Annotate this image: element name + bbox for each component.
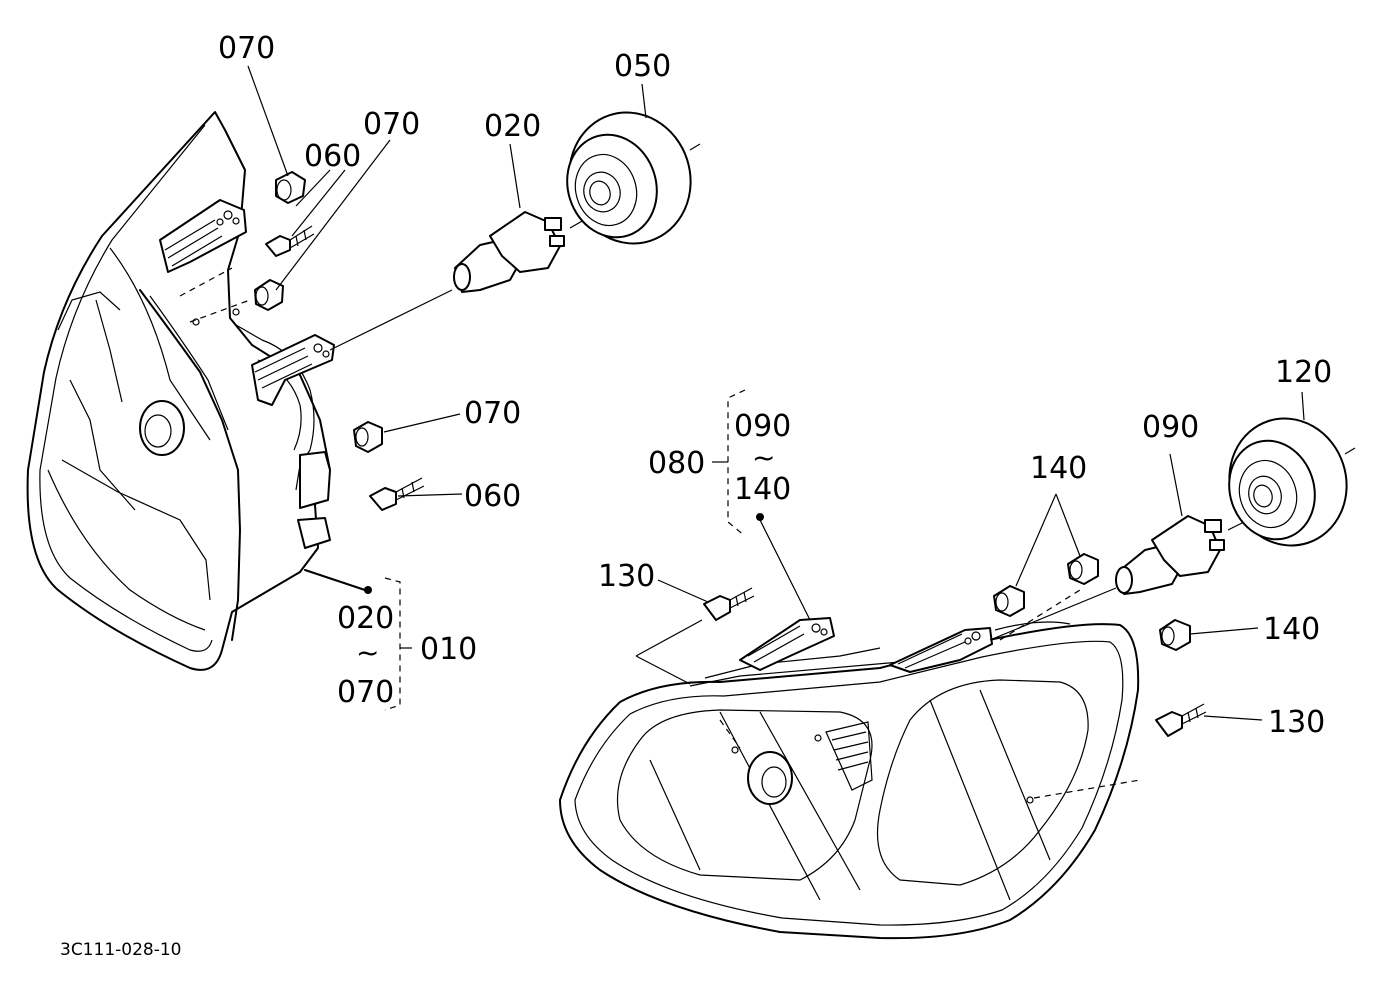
label-090-range-start: 090 bbox=[734, 409, 791, 444]
label-120: 120 bbox=[1275, 355, 1332, 390]
screw-130-right bbox=[1155, 703, 1207, 737]
label-130-left: 130 bbox=[598, 559, 655, 594]
label-070-upper-right: 070 bbox=[363, 107, 420, 142]
label-060-top: 060 bbox=[304, 139, 361, 174]
label-020: 020 bbox=[484, 109, 541, 144]
left-headlamp-assembly bbox=[26, 111, 366, 671]
label-060-middle: 060 bbox=[464, 479, 521, 514]
label-080: 080 bbox=[648, 446, 705, 481]
socket-140-top bbox=[1067, 553, 1099, 585]
label-140-top: 140 bbox=[1030, 451, 1087, 486]
label-range-tilde-right: ~ bbox=[752, 441, 775, 474]
bulb-020-left bbox=[329, 211, 599, 351]
label-070-range-end: 070 bbox=[337, 675, 394, 710]
label-140-range-end: 140 bbox=[734, 472, 791, 507]
label-130-right: 130 bbox=[1268, 705, 1325, 740]
label-070-middle: 070 bbox=[464, 396, 521, 431]
label-range-tilde-left: ~ bbox=[356, 636, 379, 669]
socket-070-top-left bbox=[275, 171, 306, 204]
leader-lines-right bbox=[635, 391, 1305, 721]
socket-140-mid bbox=[993, 585, 1025, 617]
label-090: 090 bbox=[1142, 410, 1199, 445]
range-bracket-left bbox=[364, 577, 412, 711]
screw-060-top-left bbox=[265, 225, 315, 257]
range-bracket-right bbox=[712, 389, 764, 537]
label-070-top: 070 bbox=[218, 31, 275, 66]
screw-060-right-left bbox=[369, 477, 425, 511]
label-050: 050 bbox=[614, 49, 671, 84]
leader-lines-left bbox=[247, 65, 647, 497]
screw-130-left bbox=[703, 587, 755, 621]
socket-140-right bbox=[1159, 619, 1191, 651]
dust-cover-050 bbox=[566, 111, 701, 245]
dust-cover-120 bbox=[1228, 417, 1356, 547]
figure-code: 3C111-028-10 bbox=[60, 940, 181, 960]
label-010: 010 bbox=[420, 632, 477, 667]
socket-070-right-left bbox=[353, 421, 383, 453]
label-140-right: 140 bbox=[1263, 612, 1320, 647]
label-020-range-start: 020 bbox=[337, 601, 394, 636]
right-headlamp-assembly bbox=[559, 589, 1141, 940]
socket-070-mid-left bbox=[254, 279, 284, 311]
